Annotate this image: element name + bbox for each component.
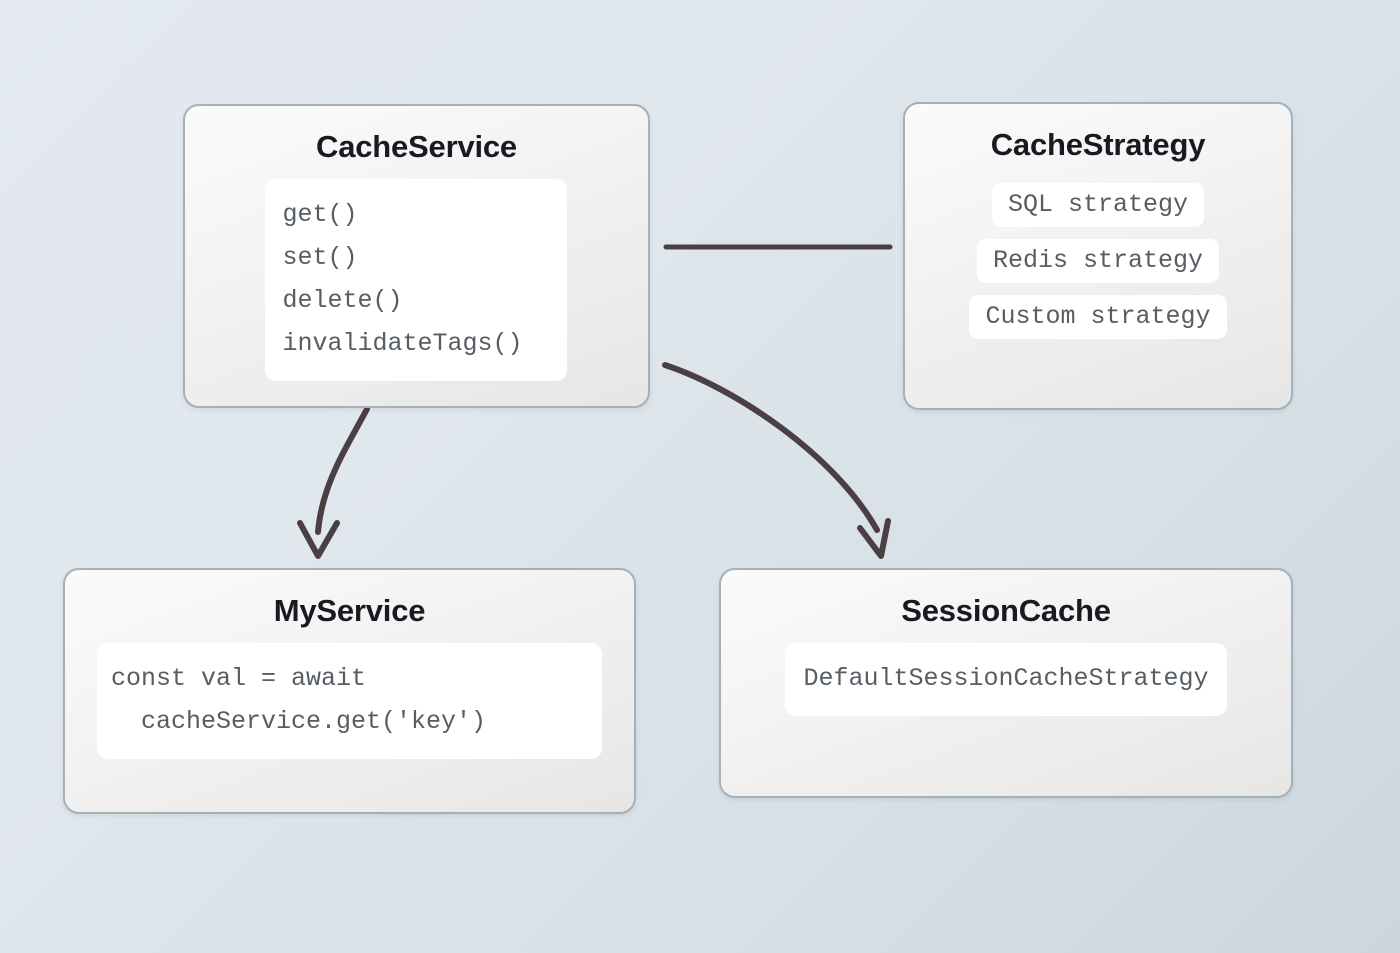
node-session-cache[interactable]: SessionCache DefaultSessionCacheStrategy <box>719 568 1293 798</box>
node-session-cache-code: DefaultSessionCacheStrategy <box>785 642 1227 716</box>
node-cache-strategy-title: CacheStrategy <box>990 127 1206 162</box>
node-my-service-code: const val = await cacheService.get('key'… <box>97 642 602 759</box>
node-cache-service-title: CacheService <box>316 129 517 164</box>
node-cache-service-methods: get() set() delete() invalidateTags() <box>264 178 567 381</box>
strategy-chip-list: SQL strategy Redis strategy Custom strat… <box>969 182 1227 339</box>
node-my-service-title: MyService <box>273 593 426 628</box>
connector-cacheservice-myservice <box>297 406 370 559</box>
node-cache-service[interactable]: CacheService get() set() delete() invali… <box>183 104 650 408</box>
node-session-cache-title: SessionCache <box>901 593 1111 628</box>
strategy-chip-redis[interactable]: Redis strategy <box>976 238 1220 283</box>
strategy-chip-custom[interactable]: Custom strategy <box>969 294 1227 339</box>
strategy-chip-sql[interactable]: SQL strategy <box>991 182 1204 227</box>
node-my-service[interactable]: MyService const val = await cacheService… <box>63 568 636 814</box>
node-cache-strategy[interactable]: CacheStrategy SQL strategy Redis strateg… <box>903 102 1293 410</box>
connector-cacheservice-sessioncache <box>662 362 891 559</box>
